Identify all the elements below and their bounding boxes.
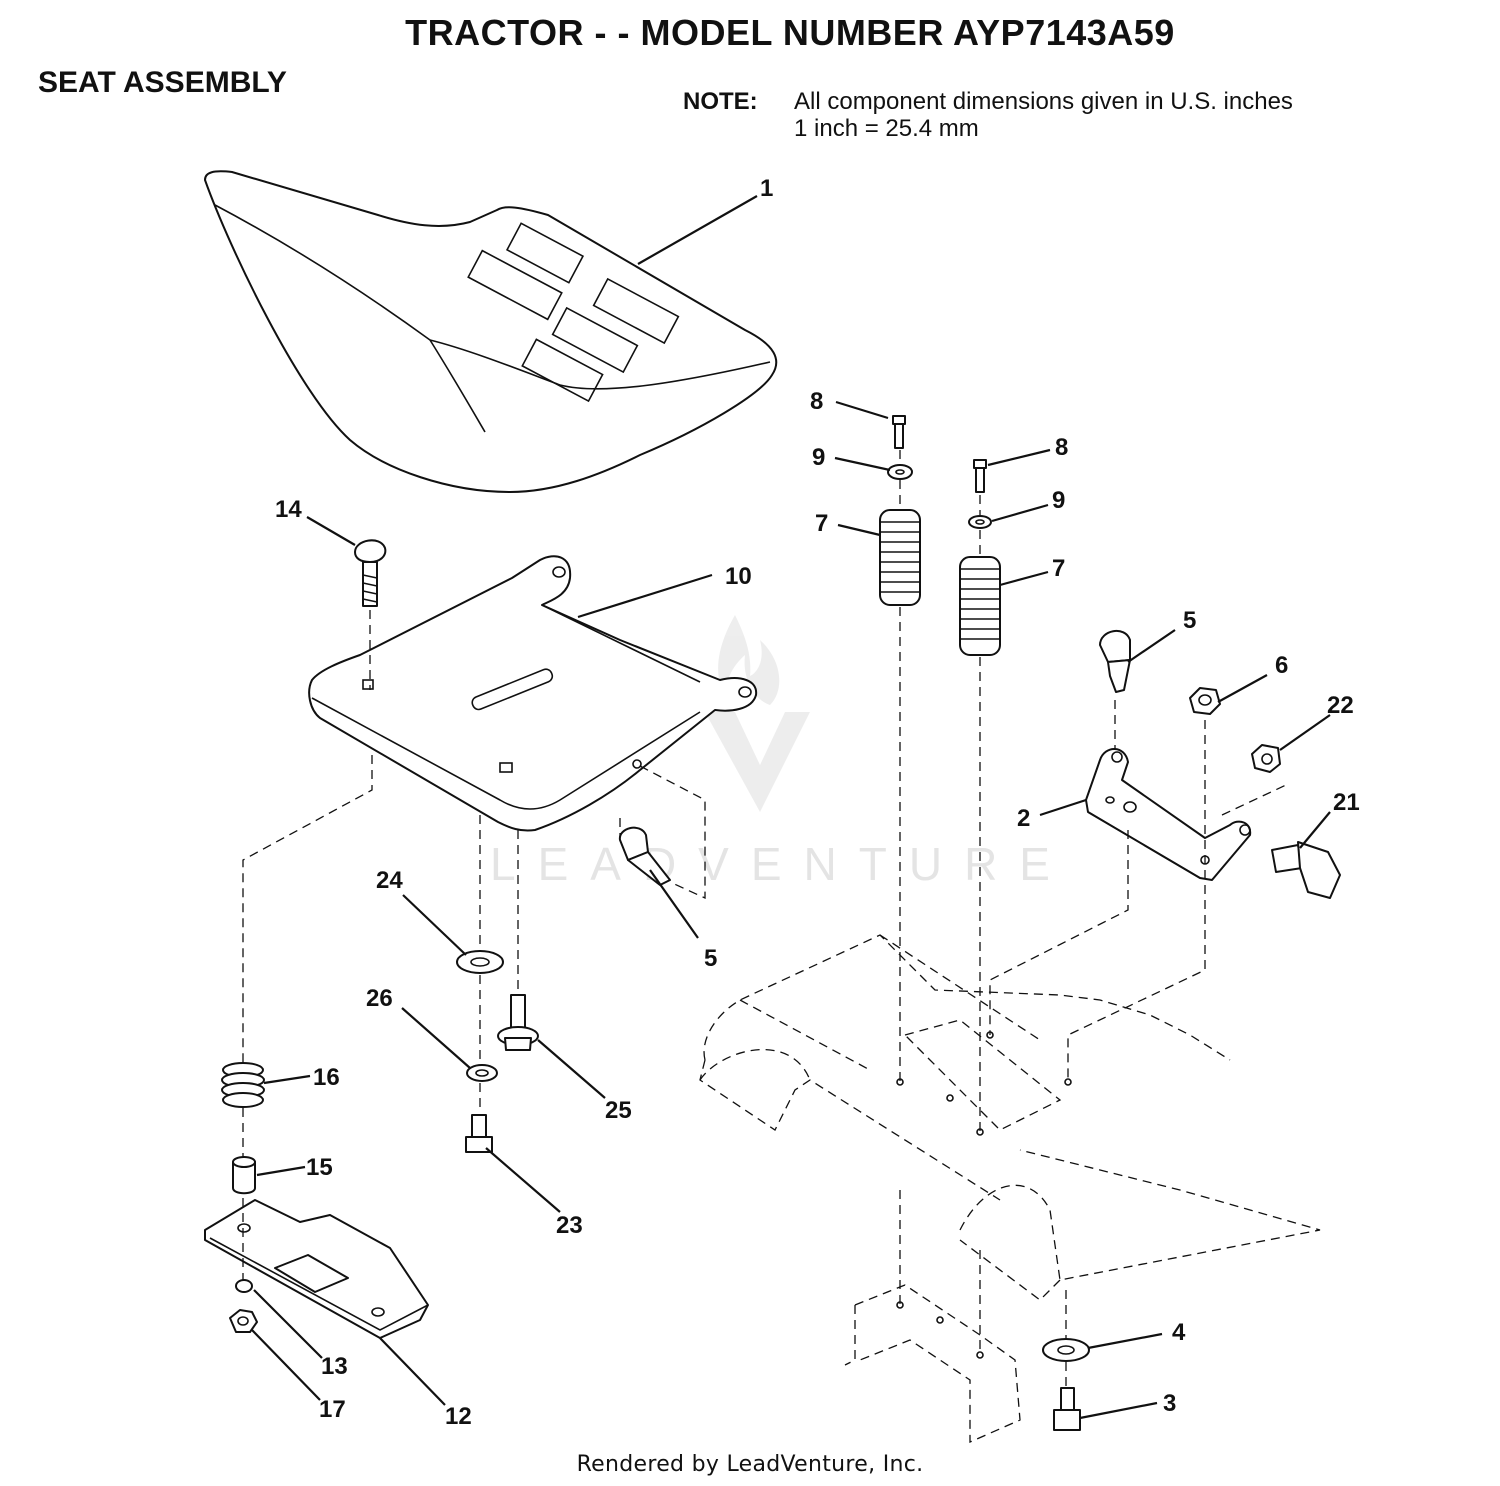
callout-10: 10 [725, 563, 752, 590]
part-seat-pan [308, 555, 758, 832]
note-line-dimensions: All component dimensions given in U.S. i… [794, 88, 1293, 115]
callout-13: 13 [321, 1353, 348, 1380]
part-seat-plate-bracket [204, 1199, 429, 1339]
callout-9-right: 9 [1052, 487, 1065, 514]
callout-22: 22 [1327, 692, 1354, 719]
callout-8-left: 8 [810, 388, 823, 415]
part-nut-13 [235, 1279, 253, 1293]
part-shoulder-bolt-21 [1271, 841, 1341, 899]
part-spring-7-left [879, 509, 921, 606]
section-subtitle: SEAT ASSEMBLY [38, 66, 287, 99]
callout-numbers: 1 2 3 4 5 5 6 7 7 8 8 9 9 10 12 13 14 15… [275, 175, 1360, 1430]
part-shoulder-bolt-25 [497, 994, 539, 1051]
callout-5-upper: 5 [1183, 607, 1196, 634]
callout-12: 12 [445, 1403, 472, 1430]
part-washer-9-left [887, 464, 913, 480]
callout-25: 25 [605, 1097, 632, 1124]
callout-24: 24 [376, 867, 403, 894]
callout-21: 21 [1333, 789, 1360, 816]
callout-6: 6 [1275, 652, 1288, 679]
leader-lines [251, 195, 1331, 1420]
callout-17: 17 [319, 1396, 346, 1423]
footer-credit: Rendered by LeadVenture, Inc. [576, 1452, 924, 1477]
part-carriage-bolt [354, 539, 387, 607]
callout-5-lower: 5 [704, 945, 717, 972]
callout-23: 23 [556, 1212, 583, 1239]
part-bracket-2 [1085, 748, 1252, 881]
note-line-conversion: 1 inch = 25.4 mm [794, 115, 979, 142]
part-spacer [232, 1156, 256, 1195]
part-nut-22 [1251, 744, 1281, 773]
callout-16: 16 [313, 1064, 340, 1091]
part-washer-24 [456, 950, 504, 974]
assembly-dashed-lines [242, 450, 1287, 1386]
callout-15: 15 [306, 1154, 333, 1181]
callout-14: 14 [275, 496, 302, 523]
part-spring-7-right [959, 556, 1001, 656]
part-clip-5-upper [1099, 630, 1131, 693]
callout-2: 2 [1017, 805, 1030, 832]
part-spring-small [221, 1062, 265, 1108]
part-hex-bolt-23 [465, 1114, 493, 1153]
part-bolt-8-left [892, 415, 906, 449]
frame-holes [896, 1031, 1072, 1359]
part-hex-bolt-3 [1053, 1387, 1081, 1431]
part-flange-nut-17 [229, 1309, 258, 1333]
tractor-frame-reference [699, 934, 1321, 1443]
page-title: TRACTOR - - MODEL NUMBER AYP7143A59 [405, 12, 1175, 53]
part-seat [204, 170, 778, 493]
part-washer-4 [1042, 1338, 1090, 1362]
callout-4: 4 [1172, 1319, 1186, 1346]
part-lock-washer-26 [466, 1064, 498, 1082]
watermark-text: LEADVENTURE [490, 838, 1072, 890]
callout-9-left: 9 [812, 444, 825, 471]
part-washer-9-right [968, 515, 992, 529]
callout-7-right: 7 [1052, 555, 1065, 582]
leadventure-watermark: LEADVENTURE [490, 615, 1072, 890]
callout-1: 1 [760, 175, 773, 202]
note-label: NOTE: [683, 88, 758, 115]
callout-3: 3 [1163, 1390, 1176, 1417]
callout-7-left: 7 [815, 510, 828, 537]
callout-26: 26 [366, 985, 393, 1012]
callout-8-right: 8 [1055, 434, 1068, 461]
part-bolt-8-right [973, 459, 987, 493]
part-lock-nut-6 [1189, 687, 1221, 715]
